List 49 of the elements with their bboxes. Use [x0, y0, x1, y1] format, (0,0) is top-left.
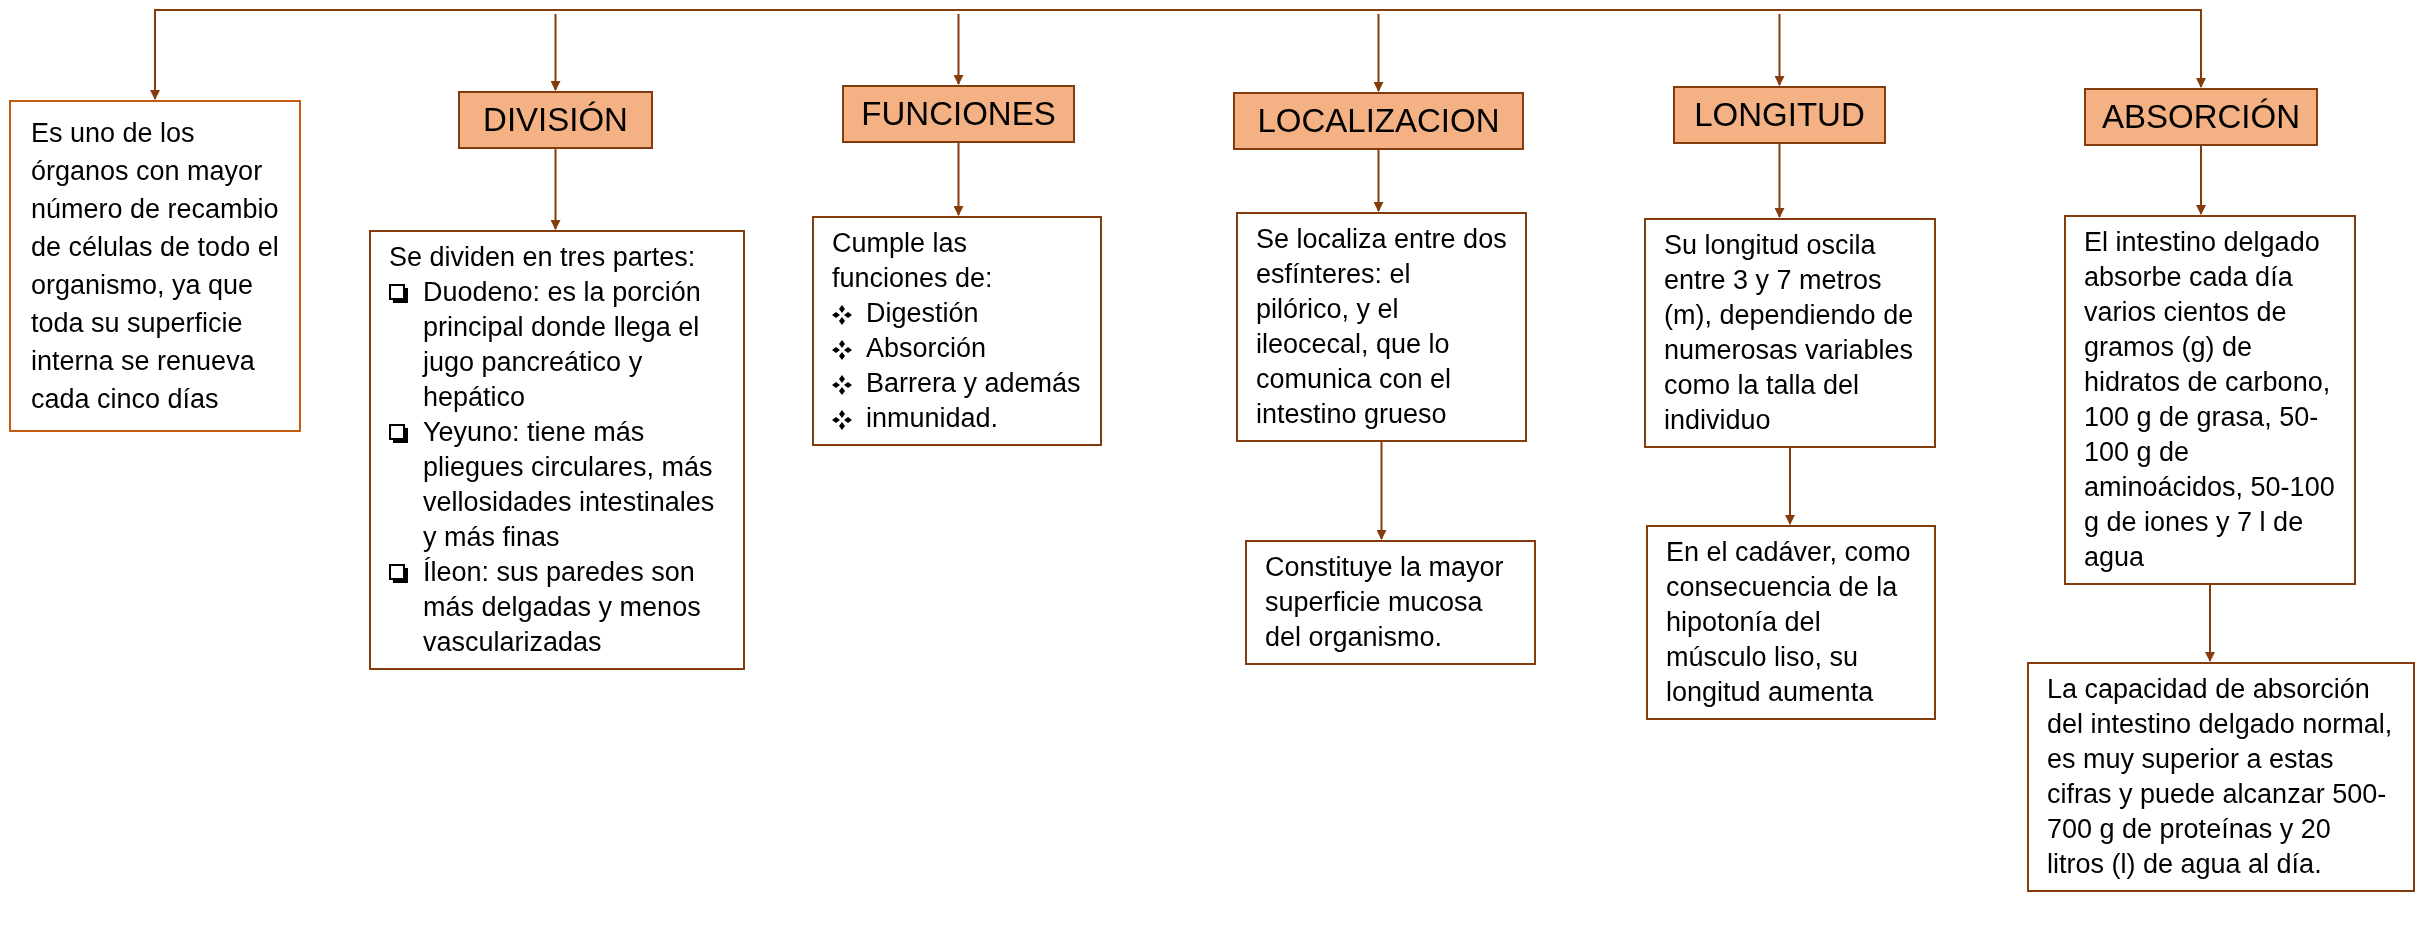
body-text: Constituye la mayor superficie mucosa del organismo.	[1265, 551, 1505, 654]
arrow	[550, 148, 561, 230]
arrow	[953, 142, 964, 216]
text-box	[1646, 525, 1936, 720]
list-item-text: inmunidad.	[866, 402, 999, 435]
body-text: Cumple las funciones de:	[832, 227, 994, 295]
arrow	[1774, 143, 1785, 218]
arrow	[953, 13, 964, 85]
header-box	[1233, 92, 1524, 150]
arrow	[1376, 441, 1387, 540]
text-box	[2027, 662, 2415, 892]
body-text: Se localiza entre dos esfínteres: el pilórico, y el ileocecal, que lo comunica con el intestino grueso	[1256, 223, 1507, 431]
header-box	[2084, 88, 2318, 146]
header-text: FUNCIONES	[861, 94, 1056, 135]
header-text: LOCALIZACION	[1257, 101, 1500, 142]
list-item-text: Íleon: sus paredes son más delgadas y menos vascularizadas	[423, 556, 702, 659]
arrow	[2196, 13, 2206, 88]
list-item-text: Barrera y además	[866, 367, 1081, 400]
arrow	[1774, 13, 1785, 86]
arrow	[1373, 149, 1384, 212]
arrow	[2196, 145, 2206, 215]
text-box	[1236, 212, 1527, 442]
text-box	[9, 100, 301, 432]
list-item-text: Absorción	[866, 332, 987, 365]
arrow	[1373, 13, 1384, 92]
arrow	[150, 13, 160, 100]
text-box	[1644, 218, 1936, 448]
body-text: Su longitud oscila entre 3 y 7 metros (m), dependiendo de numerosas variables como la talla del individuo	[1664, 229, 1915, 437]
text-box	[812, 216, 1102, 446]
text-box	[1245, 540, 1536, 665]
text-box	[2064, 215, 2356, 585]
body-text: El intestino delgado absorbe cada día varios cientos de gramos (g) de hidratos de carbono, 100 g de grasa, 50-100 g de aminoácidos, 50-100 g de iones y 7 l de agua	[2084, 226, 2336, 574]
header-text: LONGITUD	[1694, 95, 1865, 136]
list-item-text: Yeyuno: tiene más pliegues circulares, más vellosidades intestinales y más finas	[423, 416, 716, 554]
body-text: Se dividen en tres partes:	[389, 241, 697, 274]
list-item-text: Duodeno: es la porción principal donde llega el jugo pancreático y hepático	[423, 276, 702, 414]
body-text: En el cadáver, como consecuencia de la hipotonía del músculo liso, su longitud aumenta	[1666, 536, 1912, 709]
header-text: ABSORCIÓN	[2101, 97, 2300, 138]
header-box	[1673, 86, 1886, 144]
header-text: DIVISIÓN	[483, 100, 628, 141]
body-text: Es uno de los órganos con mayor número de recambio de células de todo el organismo, ya que toda su superficie interna se renueva cada cinco días	[31, 117, 279, 416]
list-item-text: Digestión	[866, 297, 979, 330]
arrow	[550, 13, 561, 91]
body-text: La capacidad de absorción del intestino delgado normal, es muy superior a estas cifras y puede alcanzar 500-700 g de proteínas y 20 litros (l) de agua al día.	[2047, 673, 2394, 881]
text-box	[369, 230, 745, 670]
arrow	[2205, 584, 2215, 662]
arrow	[1785, 447, 1795, 525]
header-box	[842, 85, 1075, 143]
header-box	[458, 91, 653, 149]
